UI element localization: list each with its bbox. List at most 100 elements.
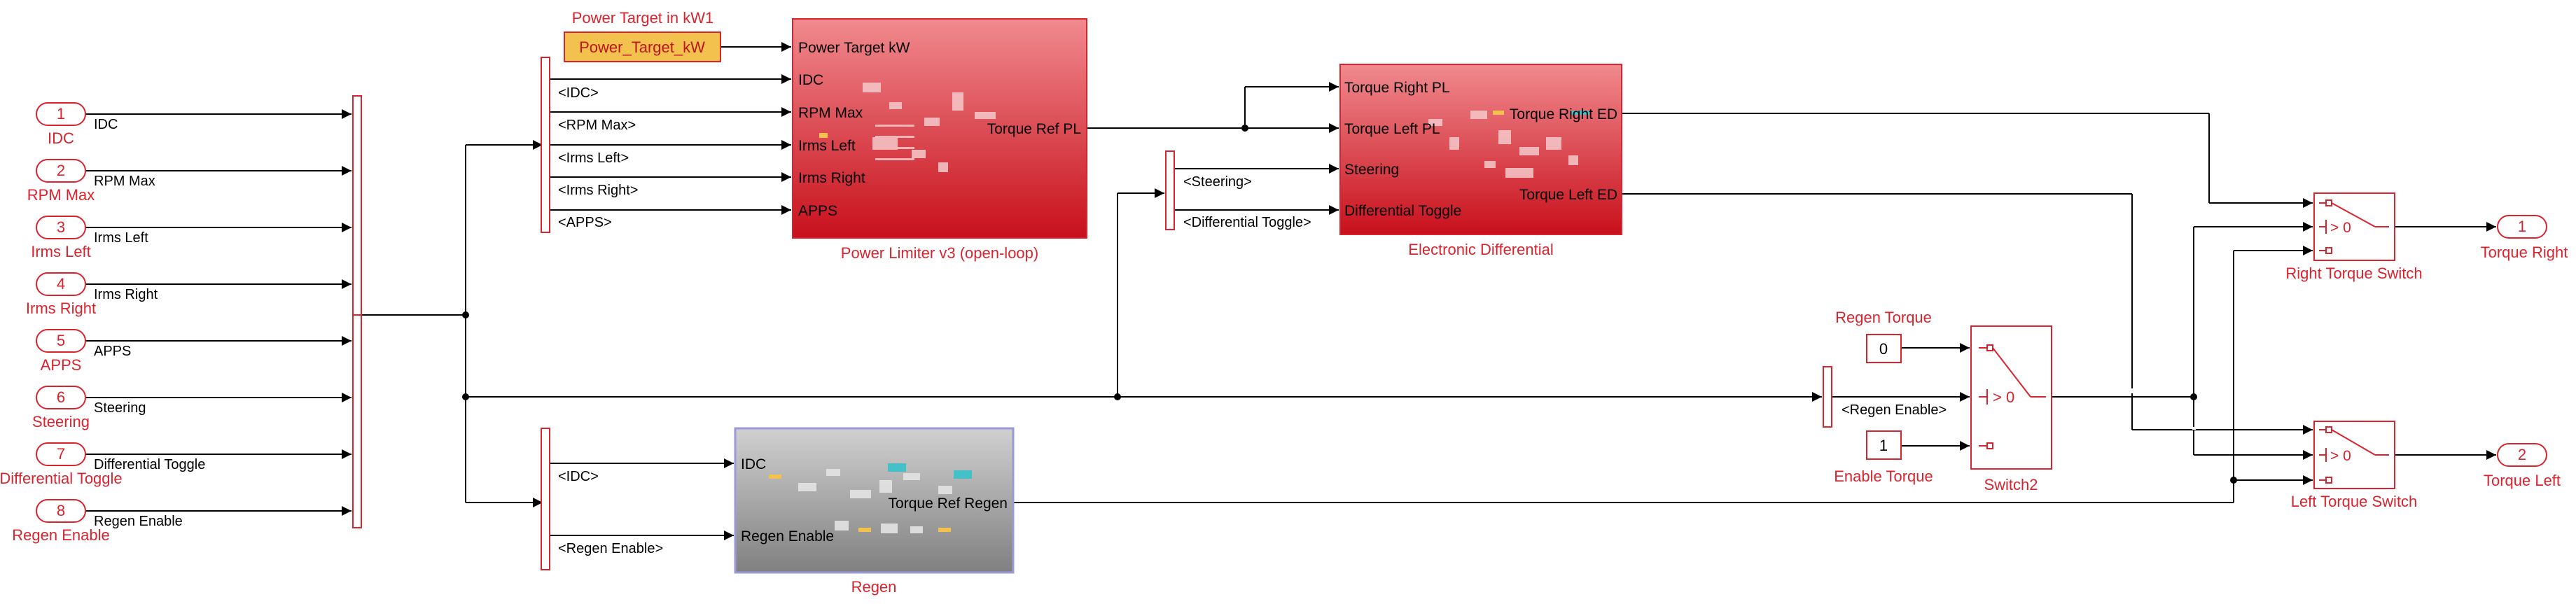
inport-3[interactable]: 3 Irms Left Irms Left <box>31 216 148 260</box>
port-label: APPS <box>798 203 837 219</box>
inport-7[interactable]: 7 Differential Toggle Differential Toggl… <box>0 442 205 487</box>
junction-dot <box>2190 393 2197 400</box>
constant-value: Power_Target_kW <box>579 38 705 56</box>
bus-selector-power[interactable]: <IDC> <RPM Max> <Irms Left> <Irms Right>… <box>541 57 638 233</box>
inport-name: Steering <box>32 413 90 430</box>
subsystem-preview <box>863 83 996 172</box>
inport-name: IDC <box>48 129 74 147</box>
junction-dot <box>1241 125 1248 132</box>
inport-4[interactable]: 4 Irms Right Irms Right <box>26 272 158 317</box>
port-label: IDC <box>741 456 766 472</box>
block-name: Regen <box>851 578 897 596</box>
preview-block <box>954 470 972 479</box>
outport-number: 2 <box>2518 446 2526 463</box>
signal-label: Regen Enable <box>94 514 183 529</box>
bus-signal-label: <Steering> <box>1183 174 1252 190</box>
port-label: Power Target kW <box>798 40 910 56</box>
inport-1[interactable]: 1 IDC IDC <box>36 102 118 147</box>
inports: 1 IDC IDC 2 RPM Max RPM Max 3 Irms Left … <box>0 102 205 544</box>
inport-8[interactable]: 8 Regen Enable Regen Enable <box>12 499 183 544</box>
inport-name: Differential Toggle <box>0 470 123 487</box>
preview-constant <box>819 133 828 138</box>
power-target-constant[interactable]: Power Target in kW1 Power_Target_kW <box>564 9 721 62</box>
block-name: Power Limiter v3 (open-loop) <box>841 244 1038 262</box>
port-label: Differential Toggle <box>1344 203 1461 219</box>
bus-signal-label: <Regen Enable> <box>558 541 663 556</box>
regen-torque-constant[interactable]: Regen Torque 0 <box>1835 309 1932 363</box>
subsystem-preview <box>1428 111 1578 178</box>
inport-2[interactable]: 2 RPM Max RPM Max <box>27 159 155 204</box>
junction-dot <box>1114 393 1121 400</box>
bus-signal-label: <IDC> <box>558 85 599 101</box>
outport-2[interactable]: 2 Torque Left <box>2484 443 2561 489</box>
block-name: Switch2 <box>1984 476 2038 493</box>
bus-signal-label: <Differential Toggle> <box>1183 215 1311 230</box>
signal-label: IDC <box>94 117 118 132</box>
inport-6[interactable]: 6 Steering Steering <box>32 386 146 430</box>
inport-number: 2 <box>57 162 65 179</box>
port-label: Irms Left <box>798 138 856 154</box>
junction-dot <box>2230 477 2237 484</box>
outport-name: Torque Left <box>2484 472 2561 489</box>
inport-number: 1 <box>57 105 65 122</box>
switch-condition: > 0 <box>2330 220 2351 236</box>
preview-constant <box>1493 111 1504 115</box>
junction-dots <box>462 125 2237 484</box>
left-torque-switch[interactable]: > 0 Left Torque Switch <box>2291 421 2418 510</box>
inport-number: 4 <box>57 275 65 293</box>
preview-constant <box>858 528 871 532</box>
right-torque-switch[interactable]: > 0 Right Torque Switch <box>2285 192 2423 282</box>
constant-label: Enable Torque <box>1834 468 1933 485</box>
bus-selector-regen[interactable]: <IDC> <Regen Enable> <box>541 428 663 570</box>
switch-condition: > 0 <box>2330 448 2351 464</box>
port-label: Torque Ref PL <box>987 121 1081 137</box>
bus-signal-label: <Irms Left> <box>558 150 629 166</box>
bus-selector-switch[interactable]: <Regen Enable> <box>1823 366 1947 428</box>
signal-label: Irms Left <box>94 230 148 246</box>
inport-number: 5 <box>57 332 65 349</box>
switch-condition: > 0 <box>1993 388 2014 406</box>
constant-title: Power Target in kW1 <box>572 9 714 27</box>
signal-label: Irms Right <box>94 287 158 302</box>
bus-signal-label: <IDC> <box>558 469 599 484</box>
electronic-differential-subsystem[interactable]: Torque Right PL Torque Left PL Steering … <box>1339 64 1622 258</box>
constant-label: Regen Torque <box>1835 309 1932 326</box>
outport-name: Torque Right <box>2481 244 2568 261</box>
inport-number: 3 <box>57 218 65 236</box>
port-label: RPM Max <box>798 105 863 121</box>
signal-label: RPM Max <box>94 174 155 189</box>
port-label: Steering <box>1344 162 1399 178</box>
outport-number: 1 <box>2518 218 2526 235</box>
preview-constant <box>769 475 781 479</box>
preview-block <box>888 463 906 472</box>
inport-5[interactable]: 5 APPS APPS <box>36 329 131 374</box>
outport-1[interactable]: 1 Torque Right <box>2481 215 2568 261</box>
subsystem-preview <box>798 469 952 533</box>
bus-signal-label: <RPM Max> <box>558 118 636 133</box>
bus-selector-diff[interactable]: <Steering> <Differential Toggle> <box>1165 150 1311 230</box>
preview-block <box>1571 111 1589 115</box>
inport-number: 7 <box>57 445 65 463</box>
inport-name: Irms Right <box>26 300 96 317</box>
switch-symbol-icon <box>2319 199 2389 254</box>
bus-signal-label: <Irms Right> <box>558 183 638 198</box>
port-label: Irms Right <box>798 170 865 186</box>
bus-signal-label: <APPS> <box>558 215 612 230</box>
block-name: Electronic Differential <box>1408 241 1553 258</box>
constant-value: 0 <box>1879 340 1888 358</box>
constant-value: 1 <box>1879 437 1888 454</box>
signal-label: Steering <box>94 400 146 416</box>
port-label: Torque Left PL <box>1344 121 1440 137</box>
main-bus-creator[interactable] <box>352 95 362 528</box>
block-name: Left Torque Switch <box>2291 493 2418 510</box>
power-limiter-subsystem[interactable]: Power Target kW IDC RPM Max Irms Left Ir… <box>792 18 1087 262</box>
enable-torque-constant[interactable]: 1 Enable Torque <box>1834 430 1933 485</box>
port-label: Torque Right ED <box>1510 106 1617 122</box>
inport-number: 8 <box>57 502 65 519</box>
signal-lines <box>85 42 2496 540</box>
junction-dot <box>462 311 469 318</box>
switch2-block[interactable]: > 0 Switch2 <box>1970 325 2052 493</box>
regen-subsystem[interactable]: IDC Regen Enable Torque Ref Regen Regen <box>734 427 1015 596</box>
port-label: IDC <box>798 72 823 88</box>
